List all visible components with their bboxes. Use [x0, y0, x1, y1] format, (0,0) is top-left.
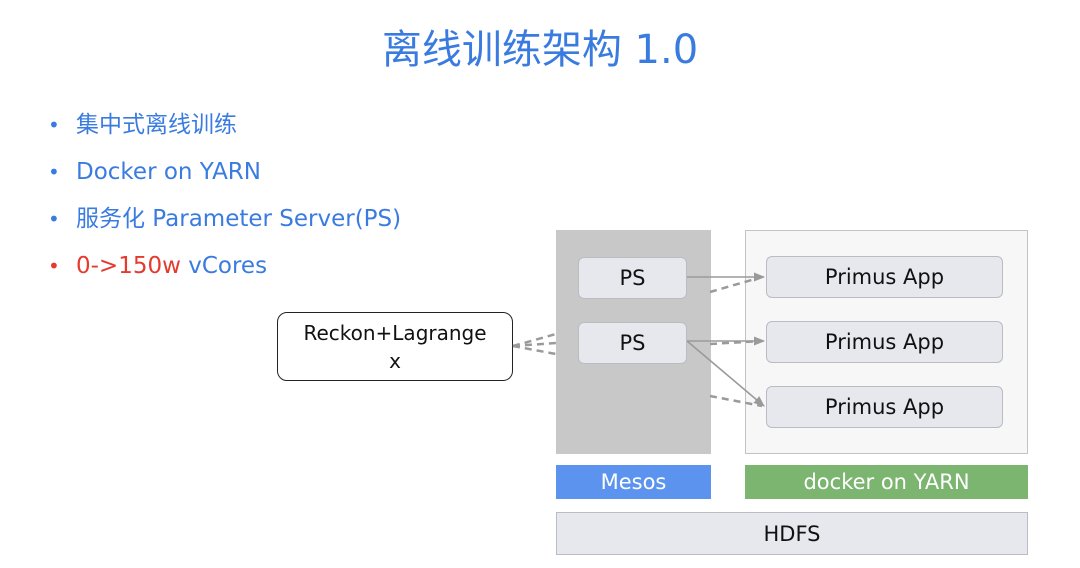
mesos-label: Mesos	[556, 465, 711, 499]
slide-title: 离线训练架构 1.0	[381, 27, 699, 73]
bullet-dot-icon: •	[48, 254, 60, 278]
ps-node: PS	[578, 257, 687, 299]
client-to-ps-dashed-link	[512, 344, 557, 356]
primus-app-node: Primus App	[766, 256, 1003, 298]
bullet-text: vCores	[180, 253, 268, 279]
docker-on-yarn-label: docker on YARN	[745, 465, 1028, 499]
hdfs-storage-layer: HDFS	[556, 512, 1028, 555]
bullet-text: Docker on YARN	[76, 159, 261, 185]
app-to-ps-dashed-link	[709, 339, 763, 346]
bullet-item: • Docker on YARN	[48, 155, 401, 202]
bullet-highlight: 0->150w	[76, 253, 181, 279]
bullet-list: • 集中式离线训练 • Docker on YARN • 服务化 Paramet…	[48, 108, 401, 296]
primus-app-node: Primus App	[766, 321, 1003, 363]
bullet-text: 服务化 Parameter Server(PS)	[76, 206, 402, 232]
bullet-item: • 0->150w vCores	[48, 249, 401, 296]
client-label-line1: Reckon+Lagrange	[303, 320, 487, 345]
reckon-lagrange-client: Reckon+Lagrange x	[277, 312, 513, 381]
app-to-ps-dashed-link	[709, 394, 763, 408]
client-label-line2: x	[389, 348, 401, 373]
primus-app-node: Primus App	[766, 386, 1003, 428]
bullet-item: • 服务化 Parameter Server(PS)	[48, 202, 401, 249]
bullet-dot-icon: •	[48, 113, 60, 137]
bullet-text: 集中式离线训练	[76, 112, 237, 138]
bullet-dot-icon: •	[48, 160, 60, 184]
ps-to-app-arrow	[686, 340, 765, 407]
client-to-ps-dashed-link	[512, 332, 557, 348]
bullet-dot-icon: •	[48, 207, 60, 231]
bullet-item: • 集中式离线训练	[48, 108, 401, 155]
ps-node: PS	[578, 322, 687, 364]
app-to-ps-dashed-link	[709, 275, 763, 294]
